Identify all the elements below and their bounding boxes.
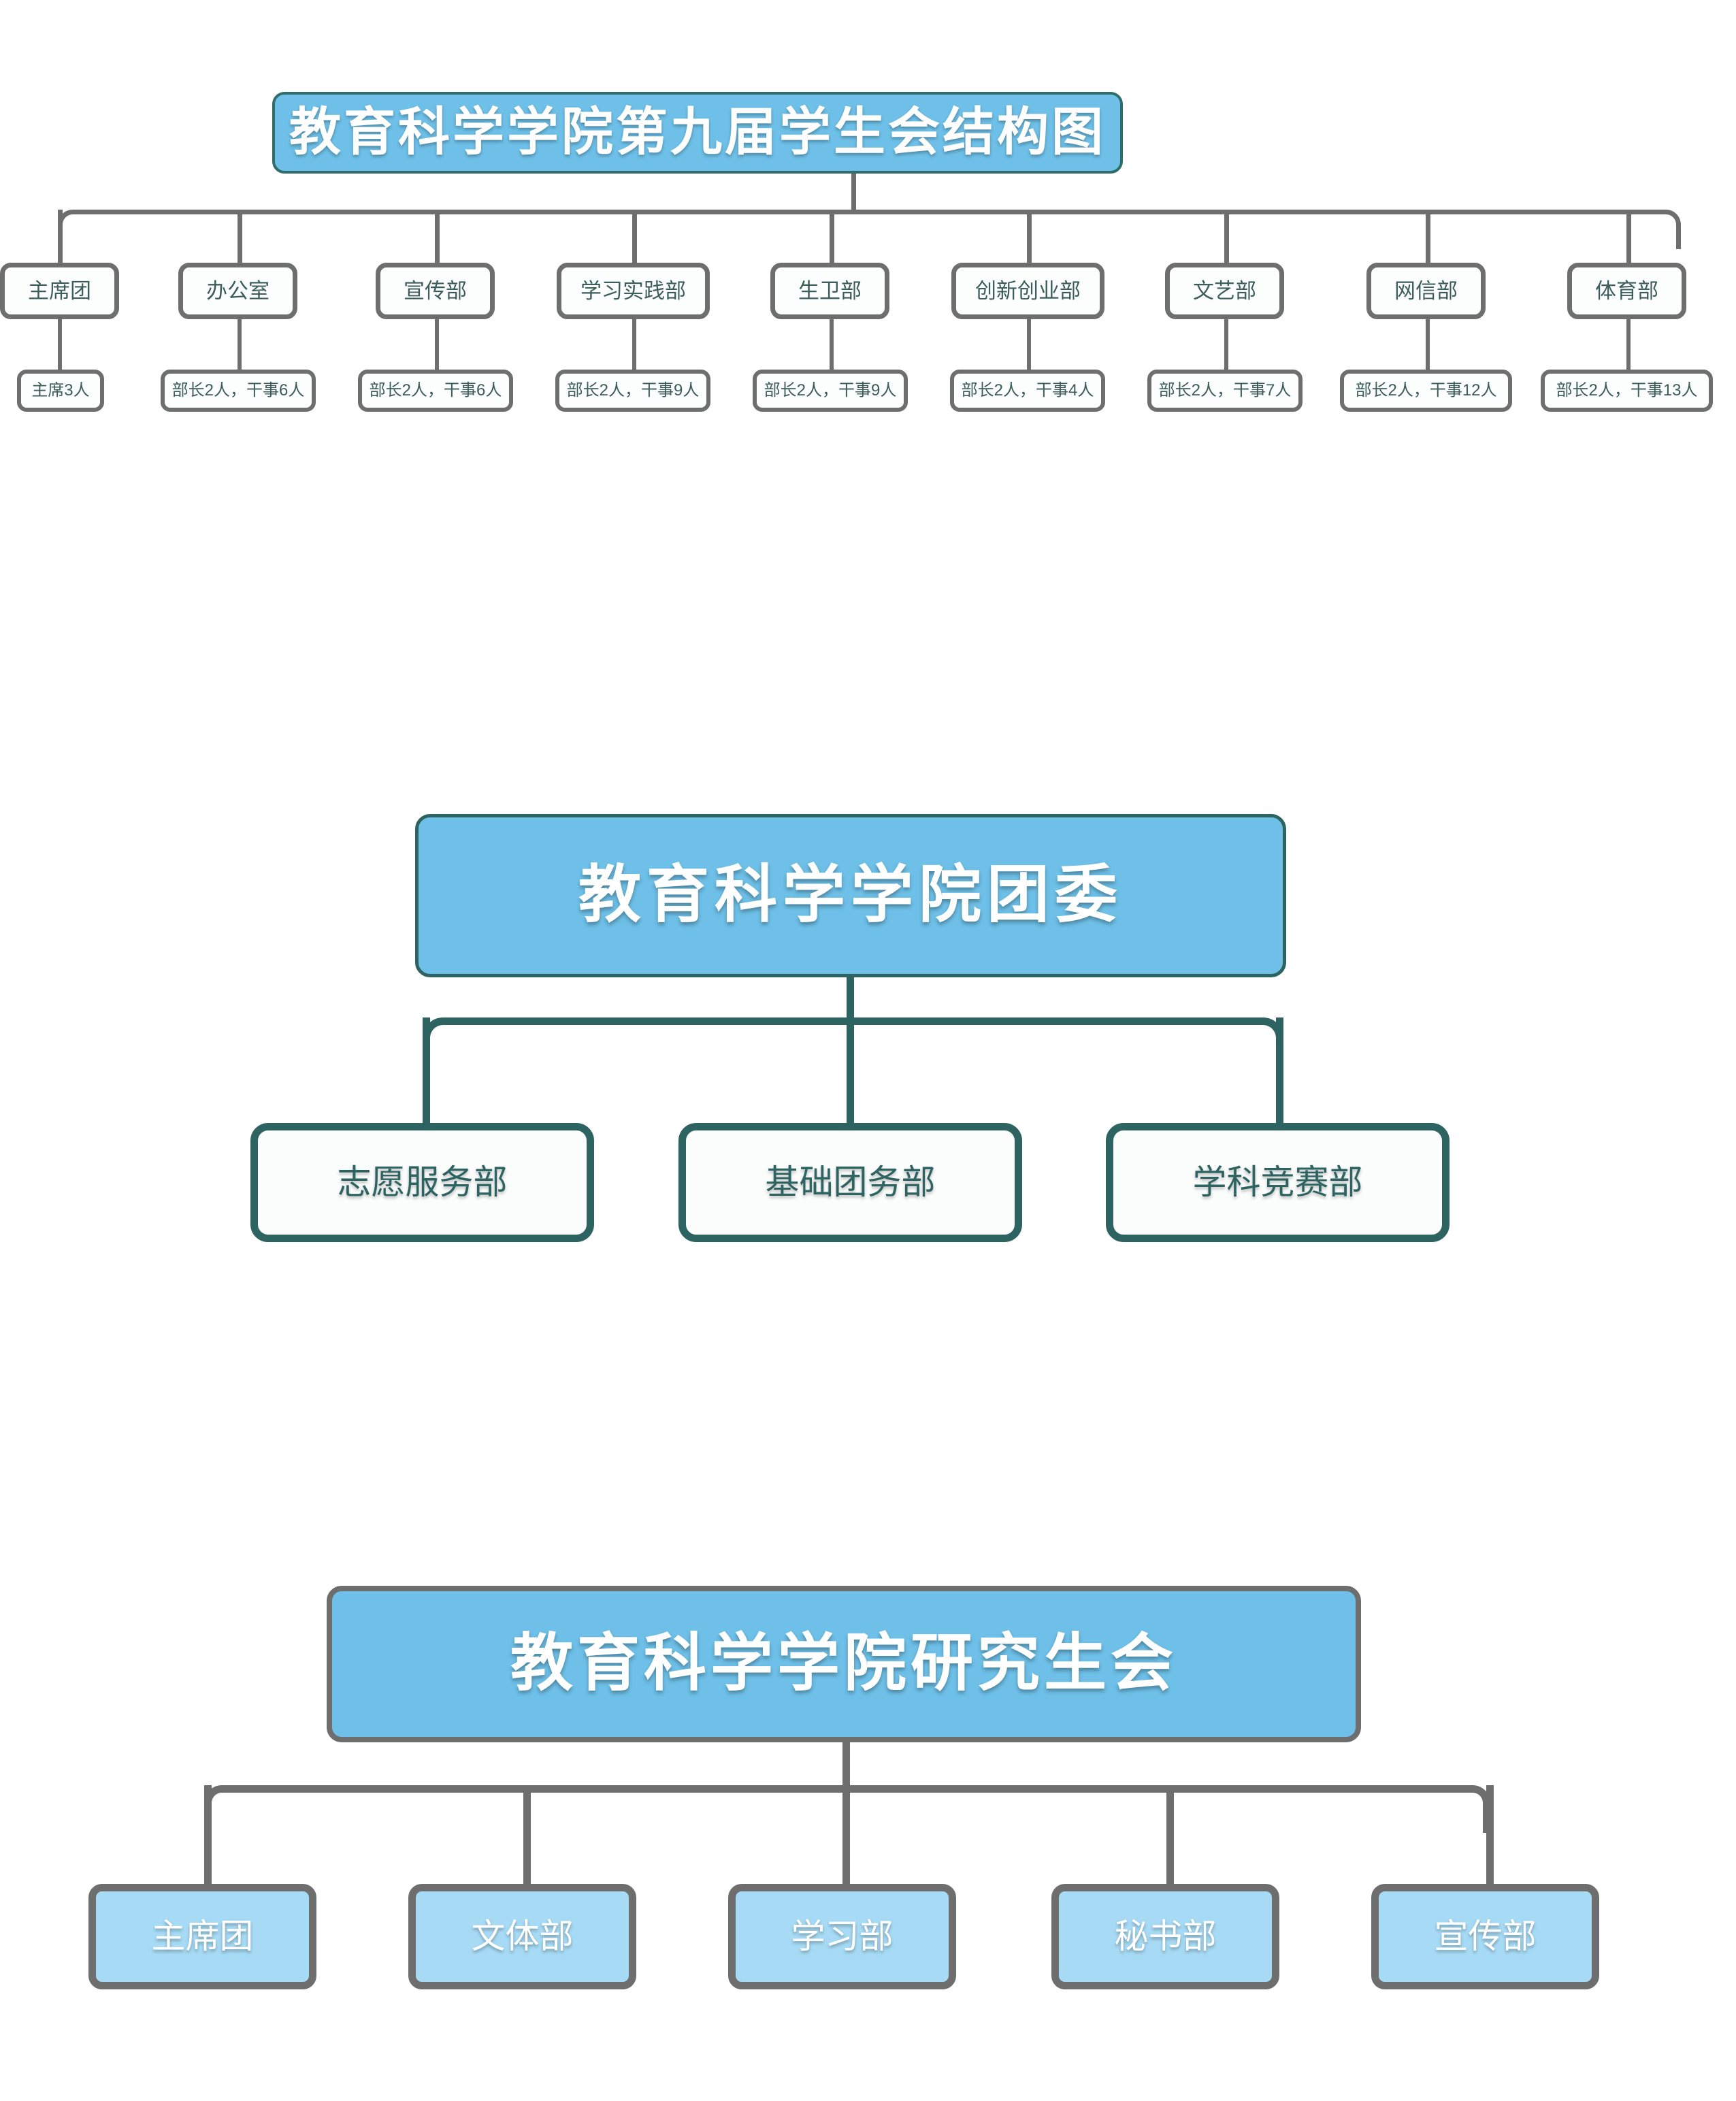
department-box[interactable]: 文艺部 bbox=[1165, 263, 1284, 319]
staff-connector bbox=[58, 319, 62, 370]
department-box[interactable]: 主席团 bbox=[88, 1884, 316, 1989]
staff-box: 部长2人，干事13人 bbox=[1541, 370, 1713, 412]
department-box[interactable]: 基础团务部 bbox=[678, 1123, 1022, 1242]
department-box[interactable]: 创新创业部 bbox=[951, 263, 1104, 319]
department-box[interactable]: 体育部 bbox=[1567, 263, 1686, 319]
chart-title-student-union: 教育科学学院第九届学生会结构图 bbox=[272, 92, 1123, 174]
drop-connector bbox=[1027, 210, 1032, 263]
department-box[interactable]: 生卫部 bbox=[770, 263, 889, 319]
trunk-connector bbox=[847, 977, 854, 1022]
drop-connector bbox=[847, 1017, 854, 1126]
drop-connector bbox=[523, 1785, 531, 1887]
department-box[interactable]: 秘书部 bbox=[1051, 1884, 1279, 1989]
drop-connector bbox=[842, 1785, 850, 1887]
chart-title-youth-league-committee: 教育科学学院团委 bbox=[415, 814, 1286, 977]
drop-connector bbox=[1426, 210, 1430, 263]
staff-box: 部长2人，干事9人 bbox=[753, 370, 908, 412]
staff-connector bbox=[238, 319, 242, 370]
org-chart-student-union: 教育科学学院第九届学生会结构图 主席团 办公室 宣传部 学习实践部 生卫部 创新… bbox=[0, 0, 1736, 436]
department-box[interactable]: 办公室 bbox=[178, 263, 297, 319]
staff-connector bbox=[1027, 319, 1031, 370]
drop-connector bbox=[204, 1785, 212, 1887]
staff-box: 主席3人 bbox=[17, 370, 104, 412]
drop-connector bbox=[1486, 1785, 1494, 1887]
drop-connector bbox=[1166, 1785, 1174, 1887]
drop-connector bbox=[1276, 1017, 1283, 1126]
trunk-connector bbox=[851, 174, 856, 211]
department-box[interactable]: 文体部 bbox=[408, 1884, 636, 1989]
drop-connector bbox=[1626, 210, 1631, 263]
department-box[interactable]: 宣传部 bbox=[1371, 1884, 1599, 1989]
department-box[interactable]: 网信部 bbox=[1366, 263, 1486, 319]
staff-connector bbox=[1426, 319, 1430, 370]
drop-connector bbox=[830, 210, 834, 263]
staff-connector bbox=[830, 319, 834, 370]
staff-box: 部长2人，干事6人 bbox=[358, 370, 513, 412]
staff-box: 部长2人，干事7人 bbox=[1147, 370, 1303, 412]
drop-connector bbox=[632, 210, 637, 263]
department-box[interactable]: 学习实践部 bbox=[557, 263, 710, 319]
staff-connector bbox=[435, 319, 439, 370]
drop-connector bbox=[58, 210, 63, 263]
chart-title-graduate-student-union: 教育科学学院研究生会 bbox=[327, 1586, 1361, 1742]
drop-connector bbox=[1224, 210, 1229, 263]
department-box[interactable]: 学习部 bbox=[728, 1884, 956, 1989]
drop-connector bbox=[423, 1017, 430, 1126]
staff-connector bbox=[632, 319, 636, 370]
trunk-connector bbox=[842, 1742, 850, 1790]
staff-box: 部长2人，干事6人 bbox=[161, 370, 316, 412]
drop-connector bbox=[435, 210, 440, 263]
department-box[interactable]: 志愿服务部 bbox=[250, 1123, 594, 1242]
staff-box: 部长2人，干事4人 bbox=[950, 370, 1105, 412]
staff-box: 部长2人，干事12人 bbox=[1340, 370, 1512, 412]
drop-connector bbox=[238, 210, 242, 263]
department-box[interactable]: 主席团 bbox=[0, 263, 119, 319]
department-box[interactable]: 学科竞赛部 bbox=[1106, 1123, 1450, 1242]
staff-box: 部长2人，干事9人 bbox=[555, 370, 710, 412]
department-box[interactable]: 宣传部 bbox=[376, 263, 495, 319]
org-chart-youth-league-committee: 教育科学学院团委 志愿服务部 基础团务部 学科竞赛部 bbox=[250, 814, 1450, 1242]
staff-connector bbox=[1224, 319, 1228, 370]
staff-connector bbox=[1626, 319, 1631, 370]
